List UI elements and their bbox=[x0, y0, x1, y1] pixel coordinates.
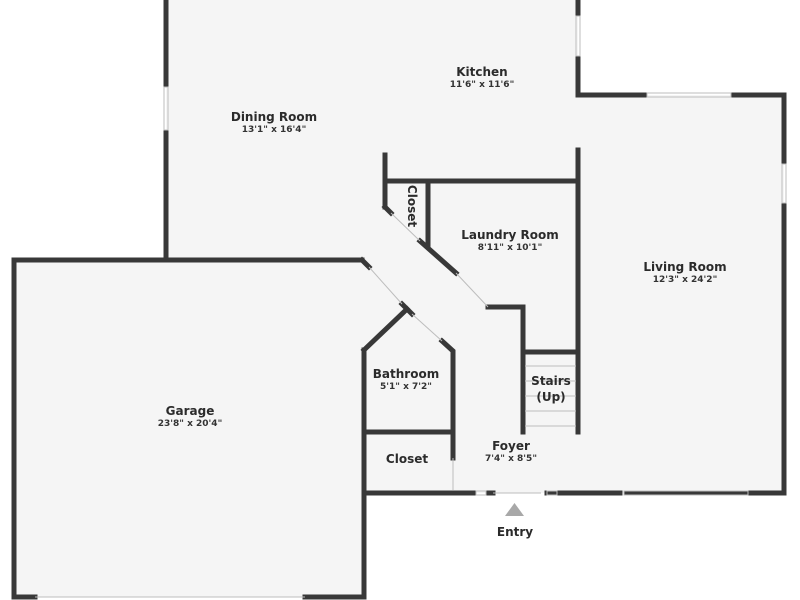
room-sub: (Up) bbox=[536, 390, 566, 404]
room-foyer: Foyer 7'4" x 8'5" bbox=[485, 439, 537, 465]
room-name: Bathroom bbox=[372, 367, 440, 381]
room-bathroom: Bathroom 5'1" x 7'2" bbox=[373, 367, 439, 393]
room-name: Dining Room bbox=[230, 110, 318, 124]
room-name: Foyer bbox=[492, 439, 530, 453]
room-dimensions: 23'8" x 20'4" bbox=[157, 419, 223, 429]
room-name: Closet bbox=[385, 452, 429, 466]
room-name: Stairs bbox=[531, 374, 571, 388]
room-name: Living Room bbox=[643, 260, 727, 274]
room-garage: Garage 23'8" x 20'4" bbox=[158, 404, 223, 430]
room-name: Kitchen bbox=[456, 65, 508, 79]
room-closet-lower: Closet bbox=[386, 452, 428, 466]
openings bbox=[35, 15, 787, 598]
room-name: Laundry Room bbox=[461, 228, 559, 242]
room-dimensions: 12'3" x 24'2" bbox=[652, 275, 718, 285]
room-stairs: Stairs (Up) bbox=[531, 374, 571, 404]
floor-fills bbox=[14, 0, 784, 597]
walls bbox=[11, 0, 787, 600]
room-dimensions: 11'6" x 11'6" bbox=[449, 80, 515, 90]
room-living: Living Room 12'3" x 24'2" bbox=[643, 260, 726, 286]
room-dining: Dining Room 13'1" x 16'4" bbox=[231, 110, 317, 136]
room-dimensions: 13'1" x 16'4" bbox=[241, 125, 307, 135]
room-closet-upper: Closet bbox=[405, 185, 419, 227]
room-name: Garage bbox=[165, 404, 215, 418]
entry-label: Entry bbox=[496, 525, 534, 539]
room-dimensions: 5'1" x 7'2" bbox=[379, 382, 432, 392]
room-laundry: Laundry Room 8'11" x 10'1" bbox=[461, 228, 559, 254]
entry-arrow-icon bbox=[505, 503, 524, 516]
room-dimensions: 8'11" x 10'1" bbox=[477, 243, 543, 253]
room-kitchen: Kitchen 11'6" x 11'6" bbox=[450, 65, 515, 91]
room-dimensions: 7'4" x 8'5" bbox=[484, 454, 538, 464]
room-name: Closet bbox=[405, 184, 419, 228]
